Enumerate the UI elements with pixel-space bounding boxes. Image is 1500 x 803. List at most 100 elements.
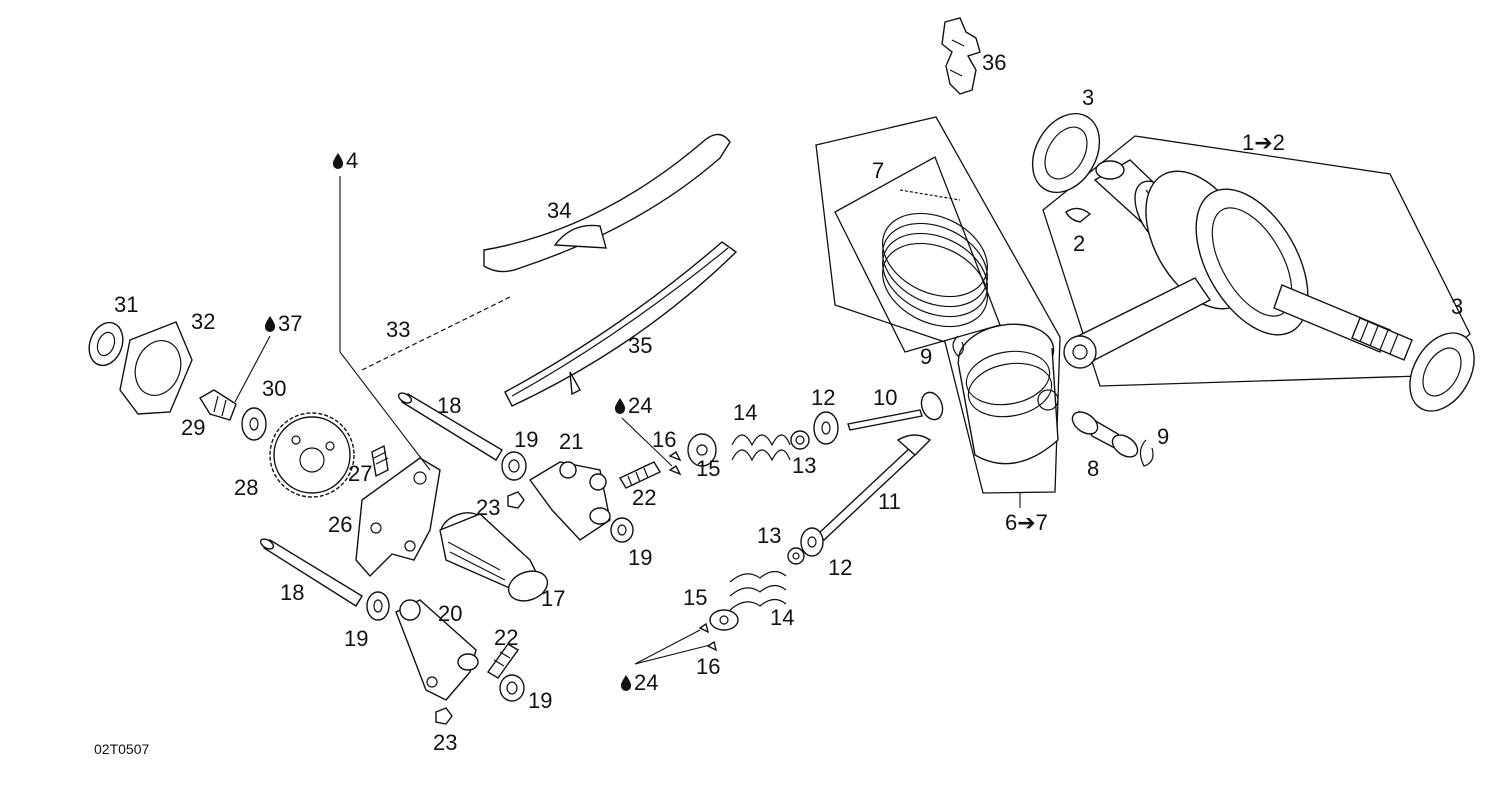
callout-29: 29: [181, 415, 206, 440]
callout-21: 21: [559, 429, 584, 454]
callout-15-upper: 15: [696, 456, 721, 481]
part-23-nut-lower: [435, 707, 453, 725]
callout-12-upper: 12: [811, 385, 836, 410]
callout-20: 20: [438, 601, 463, 626]
part-33-timing-chain: [361, 295, 513, 371]
callout-28: 28: [234, 475, 259, 500]
part-19-washer-b: [610, 517, 634, 543]
callout-11: 11: [878, 489, 901, 514]
callout-36: 36: [982, 50, 1007, 75]
callout-22-lower: 22: [494, 625, 519, 650]
part-2-woodruff-key: [1065, 207, 1092, 223]
callout-24-lower: 24: [620, 672, 658, 694]
part-18-rocker-shaft-upper: [397, 392, 503, 461]
callout-6-7: 6➔7: [1005, 510, 1048, 535]
callout-17: 17: [541, 586, 566, 611]
callout-35: 35: [628, 333, 653, 358]
callout-19-b: 19: [628, 545, 653, 570]
part-6-piston: [957, 323, 1059, 465]
part-14-spring-lower: [729, 570, 787, 611]
part-27-bolt: [371, 444, 389, 478]
part-23-nut-upper: [507, 491, 525, 509]
part-16-cotters-upper: [668, 450, 682, 476]
callout-10: 10: [873, 385, 898, 410]
part-19-washer-a: [501, 451, 527, 481]
part-21-rocker-arm: [528, 461, 611, 541]
part-13-seal-lower: [787, 547, 805, 565]
part-12-washer-upper: [813, 411, 839, 445]
part-1-crankshaft: [1063, 159, 1413, 369]
callout-3-right: 3: [1451, 294, 1464, 319]
callout-18-upper: 18: [437, 393, 462, 418]
crankshaft-frame: [1042, 135, 1471, 387]
part-30-washer: [241, 407, 267, 441]
callout-13-upper: 13: [792, 453, 817, 478]
callout-31: 31: [114, 292, 139, 317]
callout-37-text: 37: [278, 311, 303, 336]
callout-3-top: 3: [1082, 85, 1095, 110]
part-22-adjuster-lower: [486, 643, 520, 679]
callout-4-text: 4: [346, 148, 359, 173]
callout-32: 32: [191, 309, 216, 334]
callout-33: 33: [386, 317, 411, 342]
callout-7: 7: [872, 158, 885, 183]
part-36-clip: [941, 17, 981, 95]
part-29-bolt: [199, 389, 237, 421]
callout-9-left: 9: [920, 344, 933, 369]
part-12-washer-lower: [800, 527, 824, 557]
drawing-code: 02T0507: [94, 741, 150, 757]
part-11-valve: [816, 434, 932, 541]
part-3-thrust-washer-right: [1409, 332, 1475, 412]
part-8-piston-pin: [1071, 410, 1139, 458]
callout-2: 2: [1073, 231, 1086, 256]
callout-13-lower: 13: [757, 523, 782, 548]
callout-24-upper-text: 24: [628, 393, 653, 418]
part-16-cotters-lower: [698, 622, 718, 652]
callout-14-upper: 14: [733, 400, 758, 425]
part-15-retainer-upper: [687, 433, 717, 467]
oil-drop-icon: [264, 316, 276, 332]
callout-16-lower: 16: [696, 654, 721, 679]
part-35-chain-tensioner-guide: [504, 241, 738, 407]
part-19-washer-c: [366, 591, 390, 621]
oil-drop-icon: [614, 398, 626, 414]
callout-12-lower: 12: [828, 555, 853, 580]
oil-drop-icon: [620, 675, 632, 691]
part-14-spring-upper: [731, 434, 791, 462]
callout-1-2: 1➔2: [1242, 130, 1285, 155]
callout-16-upper: 16: [652, 427, 677, 452]
callout-30: 30: [262, 376, 287, 401]
callout-15-lower: 15: [683, 585, 708, 610]
part-3-thrust-washer-top: [1031, 112, 1101, 194]
leader-lines: [234, 176, 1021, 665]
part-17-camshaft: [439, 512, 549, 602]
part-10-valve: [847, 391, 944, 431]
part-26-decompressor-plate: [355, 457, 441, 578]
part-9-circlip-right: [1139, 439, 1154, 467]
part-15-retainer-lower: [709, 609, 739, 631]
part-32-bearing-holder: [119, 321, 193, 415]
callout-26: 26: [328, 512, 353, 537]
part-18-rocker-shaft-lower: [259, 538, 363, 607]
piston-frame: [815, 116, 1061, 494]
callout-27: 27: [348, 461, 373, 486]
callout-18-lower: 18: [280, 580, 305, 605]
part-28-sprocket: [269, 412, 355, 498]
part-34-chain-guide: [483, 133, 731, 273]
callout-24-upper: 24: [614, 395, 652, 417]
callout-8: 8: [1087, 456, 1100, 481]
callout-19-a: 19: [514, 427, 539, 452]
oil-drop-icon: [332, 153, 344, 169]
callout-23-upper: 23: [476, 495, 501, 520]
callout-14-lower: 14: [770, 605, 795, 630]
part-7-piston-rings: [882, 189, 988, 328]
callout-23-lower: 23: [433, 730, 458, 755]
callout-19-c: 19: [344, 626, 369, 651]
part-20-rocker-arm: [395, 599, 479, 701]
callout-24-lower-text: 24: [634, 670, 659, 695]
callout-9-right: 9: [1157, 424, 1170, 449]
callout-37: 37: [264, 313, 302, 335]
callout-19-d: 19: [528, 688, 553, 713]
callout-34: 34: [547, 198, 572, 223]
